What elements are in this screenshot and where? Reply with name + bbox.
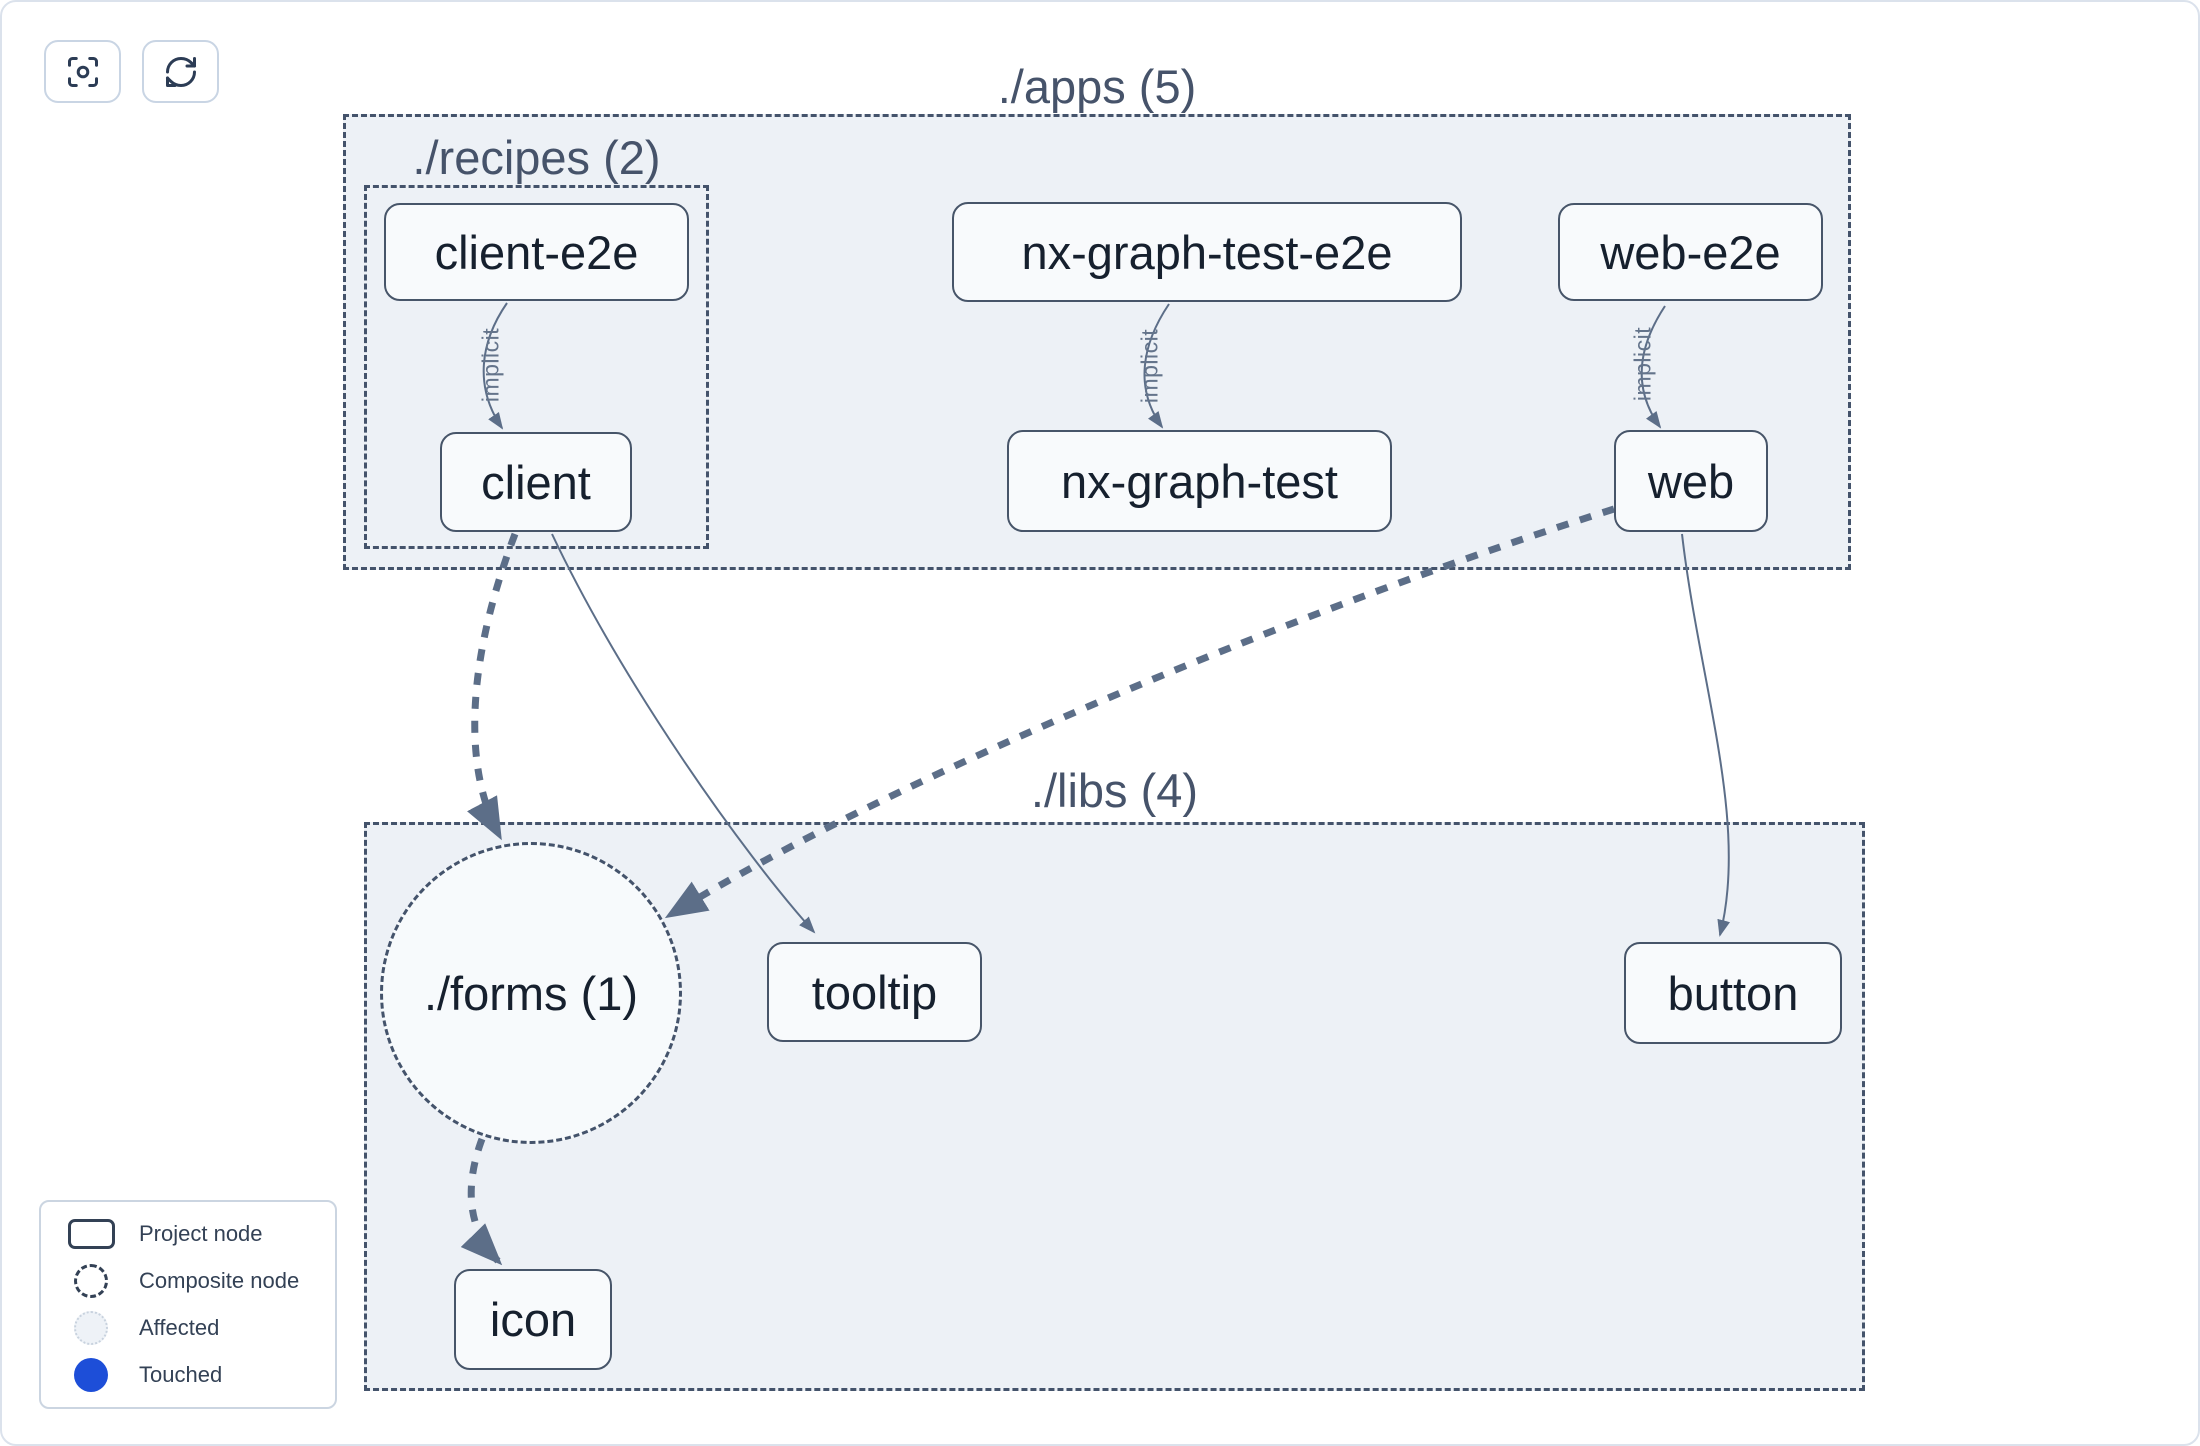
legend-item-affected: Affected — [67, 1311, 335, 1345]
legend-item-project-node: Project node — [67, 1217, 335, 1251]
node-label: client — [481, 455, 591, 509]
legend-item-composite-node: Composite node — [67, 1264, 335, 1298]
node-label: button — [1667, 966, 1799, 1020]
edge-client-to-forms — [467, 532, 519, 841]
project-node-nx-graph-test-e2e[interactable]: nx-graph-test-e2e — [952, 202, 1462, 302]
project-node-icon[interactable]: icon — [454, 1269, 612, 1370]
project-node-tooltip[interactable]: tooltip — [767, 942, 982, 1042]
node-label: web — [1647, 454, 1735, 508]
legend-label: Project node — [139, 1221, 263, 1246]
affected-swatch — [67, 1311, 115, 1345]
node-label: client-e2e — [434, 225, 639, 279]
container-apps-title: ./apps (5) — [997, 60, 1197, 113]
refresh-icon — [165, 56, 196, 87]
project-node-web[interactable]: web — [1614, 430, 1768, 532]
node-label: nx-graph-test-e2e — [1021, 225, 1393, 279]
legend-item-touched: Touched — [67, 1358, 335, 1392]
crosshair-icon — [67, 56, 98, 87]
node-label: nx-graph-test — [1061, 454, 1338, 508]
node-label: icon — [489, 1293, 577, 1346]
project-node-web-e2e[interactable]: web-e2e — [1558, 203, 1823, 301]
node-label: tooltip — [811, 965, 938, 1019]
project-node-client-e2e[interactable]: client-e2e — [384, 203, 689, 301]
composite-node-forms-label: ./forms (1) — [423, 966, 639, 1020]
composite-node-forms[interactable]: ./forms (1) — [380, 842, 682, 1144]
legend-label: Affected — [139, 1315, 220, 1340]
container-libs-title: ./libs (4) — [1030, 764, 1199, 817]
project-node-client[interactable]: client — [440, 432, 632, 532]
legend: Project node Composite node Affected Tou… — [39, 1200, 337, 1409]
project-node-nx-graph-test[interactable]: nx-graph-test — [1007, 430, 1392, 532]
project-node-swatch — [67, 1219, 115, 1249]
project-node-button[interactable]: button — [1624, 942, 1842, 1044]
touched-swatch — [67, 1358, 115, 1392]
refresh-button[interactable] — [142, 40, 219, 103]
container-recipes[interactable] — [364, 185, 709, 549]
legend-label: Composite node — [139, 1268, 300, 1293]
node-label: web-e2e — [1600, 225, 1781, 279]
composite-node-swatch — [67, 1264, 115, 1298]
legend-label: Touched — [139, 1362, 223, 1387]
focus-button[interactable] — [44, 40, 121, 103]
